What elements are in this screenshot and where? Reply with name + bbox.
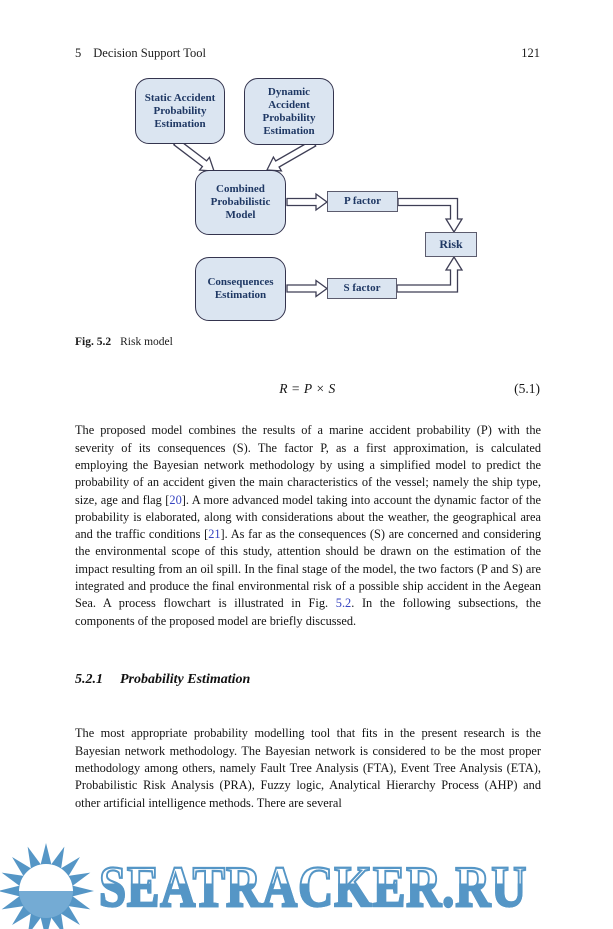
node-static-accident-probability: Static Accident Probability Estimation bbox=[135, 78, 225, 144]
arrow-sfactor-to-risk bbox=[396, 255, 464, 293]
text-segment: ]. A more advanced model taking into acc… bbox=[75, 492, 542, 542]
chapter-number: 5 bbox=[75, 46, 82, 60]
node-consequences-estimation: Consequences Estimation bbox=[195, 257, 286, 321]
arrow-pfactor-to-risk bbox=[397, 197, 464, 234]
subsection-number: 5.2.1 bbox=[75, 672, 103, 687]
sun-logo-icon bbox=[0, 843, 94, 929]
page-number: 121 bbox=[521, 46, 540, 60]
text-segment: × bbox=[312, 381, 329, 396]
watermark: SEATRACKER.RU bbox=[0, 843, 613, 929]
risk-model-flowchart: Static Accident Probability Estimation D… bbox=[0, 75, 613, 330]
equation-number: (5.1) bbox=[514, 381, 540, 396]
body-paragraph-2: The most appropriate probability modelli… bbox=[75, 725, 541, 811]
reference-link[interactable]: 5.2 bbox=[335, 596, 352, 611]
node-risk: Risk bbox=[425, 232, 477, 257]
equation-formula: R = P × S bbox=[75, 381, 540, 397]
text-segment: R bbox=[279, 381, 288, 396]
node-dynamic-accident-probability: Dynamic Accident Probability Estimation bbox=[244, 78, 334, 145]
text-segment: . In the following subsections, the comp… bbox=[75, 596, 541, 628]
text-segment: = bbox=[288, 381, 304, 396]
node-s-factor: S factor bbox=[327, 278, 397, 299]
reference-link[interactable]: 20 bbox=[169, 492, 182, 507]
figure-caption-text: Risk model bbox=[120, 336, 173, 348]
figure-caption: Fig. 5.2 Risk model bbox=[75, 336, 173, 348]
figure-caption-label: Fig. 5.2 bbox=[75, 336, 112, 348]
node-combined-probabilistic-model: Combined Probabilistic Model bbox=[195, 170, 286, 235]
arrow-combined-to-pfactor bbox=[286, 192, 329, 212]
watermark-text: SEATRACKER.RU bbox=[98, 845, 527, 929]
equation-5-1: R = P × S (5.1) bbox=[75, 381, 540, 399]
flowchart-arrows bbox=[172, 138, 464, 298]
body-paragraph-1: The proposed model combines the results … bbox=[75, 422, 541, 630]
text-segment: S bbox=[328, 381, 336, 396]
subsection-title: Probability Estimation bbox=[120, 672, 251, 687]
text-segment: The proposed model combines the results … bbox=[75, 423, 541, 507]
arrow-consequences-to-sfactor bbox=[286, 279, 329, 298]
reference-link[interactable]: 21 bbox=[208, 527, 221, 542]
text-segment: The most appropriate probability modelli… bbox=[75, 726, 541, 810]
node-p-factor: P factor bbox=[327, 191, 398, 212]
text-segment: P bbox=[303, 381, 313, 396]
text-segment: ]. As far as the consequences (S) are co… bbox=[75, 527, 541, 611]
subsection-heading: 5.2.1 Probability Estimation bbox=[75, 672, 250, 688]
